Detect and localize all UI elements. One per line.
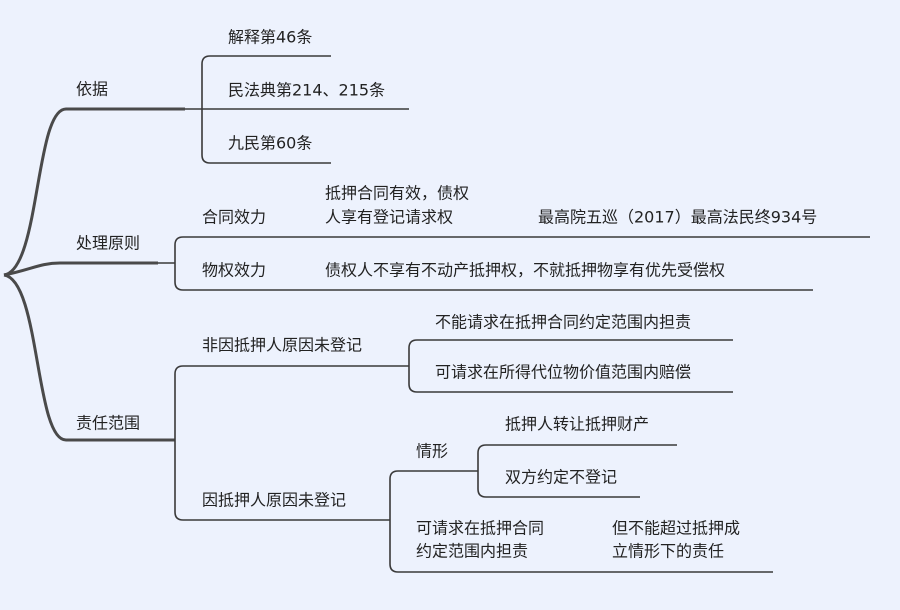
not-mortgagor-bracket bbox=[408, 339, 733, 393]
node-not-mortgagor-item[interactable]: 不能请求在抵押合同约定范围内担责 bbox=[435, 313, 691, 332]
node-contract-effect[interactable]: 合同效力 bbox=[202, 208, 266, 227]
situations-bracket bbox=[477, 444, 677, 498]
node-situations[interactable]: 情形 bbox=[416, 442, 448, 461]
node-principles[interactable]: 处理原则 bbox=[76, 234, 140, 253]
contract-detail-line1: 抵押合同有效，债权 bbox=[325, 184, 469, 203]
node-property-effect[interactable]: 物权效力 bbox=[202, 261, 266, 280]
node-not-mortgagor-item[interactable]: 可请求在所得代位物价值范围内赔偿 bbox=[435, 363, 691, 382]
node-scope[interactable]: 责任范围 bbox=[76, 414, 140, 433]
limit-line1: 但不能超过抵押成 bbox=[612, 519, 740, 538]
mortgagor-bracket bbox=[389, 470, 773, 573]
node-basis-item[interactable]: 民法典第214、215条 bbox=[228, 81, 385, 100]
node-basis-item[interactable]: 九民第60条 bbox=[228, 134, 312, 153]
contract-detail-line2: 人享有登记请求权 bbox=[325, 208, 453, 227]
node-basis-item[interactable]: 解释第46条 bbox=[228, 28, 312, 47]
property-detail: 债权人不享有不动产抵押权，不就抵押物享有优先受偿权 bbox=[325, 261, 725, 280]
node-situation-item[interactable]: 抵押人转让抵押财产 bbox=[505, 415, 649, 434]
branch-connector-basis bbox=[3, 107, 185, 277]
node-situation-item[interactable]: 双方约定不登记 bbox=[505, 468, 617, 487]
branch-connector-scope bbox=[3, 273, 175, 442]
claim-line1: 可请求在抵押合同 bbox=[416, 519, 544, 538]
node-basis[interactable]: 依据 bbox=[76, 80, 108, 99]
branch-connector-principles bbox=[3, 261, 158, 277]
principles-bracket bbox=[158, 236, 870, 291]
contract-case-reference: 最高院五巡（2017）最高法民终934号 bbox=[538, 208, 817, 227]
node-not-mortgagor-cause[interactable]: 非因抵押人原因未登记 bbox=[202, 336, 362, 355]
node-mortgagor-cause[interactable]: 因抵押人原因未登记 bbox=[202, 491, 346, 510]
basis-bracket bbox=[185, 55, 409, 164]
limit-line2: 立情形下的责任 bbox=[612, 542, 724, 561]
scope-bracket bbox=[174, 365, 409, 521]
claim-line2: 约定范围内担责 bbox=[416, 542, 528, 561]
